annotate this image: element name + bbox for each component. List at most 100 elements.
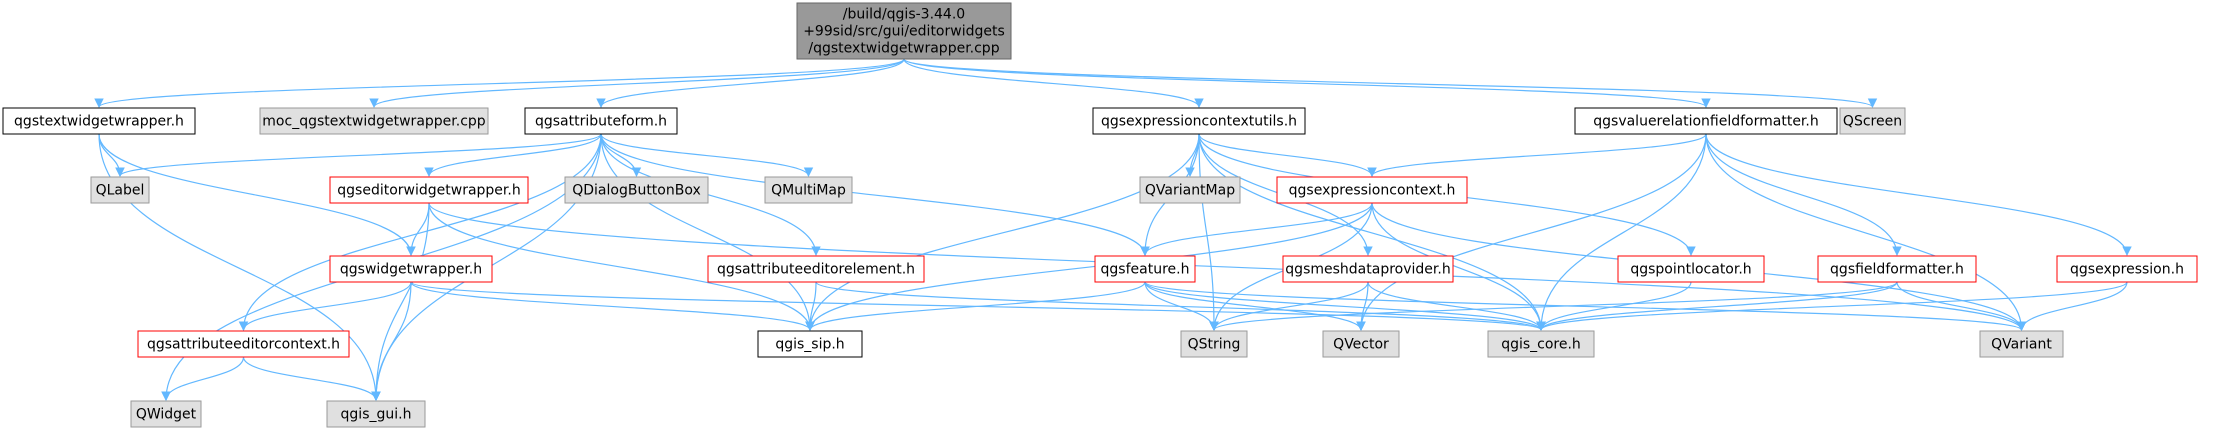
node-label: qgseditorwidgetwrapper.h bbox=[337, 183, 520, 199]
node-box bbox=[524, 107, 678, 135]
edge-qgsfeature-h-to-qgis-sip-h bbox=[805, 281, 1146, 331]
node-qgsattributeeditorelement-h[interactable]: qgsattributeeditorelement.h bbox=[707, 255, 925, 283]
edge-qgsfeature-h-to-qvector bbox=[1144, 281, 1366, 331]
node-qgsexpression-h[interactable]: qgsexpression.h bbox=[2056, 255, 2198, 283]
node-label: QVariantMap bbox=[1145, 183, 1235, 199]
edge-qgseditorwidgetwrapper-h-to-qvariant bbox=[428, 202, 2027, 331]
node-label: QMultiMap bbox=[771, 183, 846, 199]
edge-qgsexpressioncontextutils-h-to-qstring bbox=[1198, 133, 1219, 331]
node-qgsfieldformatter-h[interactable]: qgsfieldformatter.h bbox=[1817, 255, 1977, 283]
edge-qgsattributeeditorcontext-h-to-qgis-gui-h bbox=[242, 356, 381, 401]
edge-qgsvaluerelationfieldformatter-h-to-qgis-core-h bbox=[1536, 133, 1707, 331]
node-label: qgspointlocator.h bbox=[1630, 262, 1751, 278]
node-qgsattributeeditorcontext-h[interactable]: qgsattributeeditorcontext.h bbox=[137, 330, 350, 358]
node-box bbox=[329, 176, 529, 204]
node-label: /build/qgis-3.44.0 bbox=[843, 7, 965, 23]
edge-qgspointlocator-h-to-qgis-core-h bbox=[1536, 281, 1692, 331]
node-box bbox=[1282, 255, 1454, 283]
node-label: qgsvaluerelationfieldformatter.h bbox=[1593, 114, 1818, 130]
node-box bbox=[137, 330, 350, 358]
edge-qgsattributeeditorcontext-h-to-qwidget bbox=[161, 356, 245, 401]
edge-qgsattributeform-h-to-qmultimap bbox=[600, 133, 814, 177]
node-box bbox=[564, 176, 709, 204]
node-label: QDialogButtonBox bbox=[572, 183, 701, 199]
node-qscreen: QScreen bbox=[1839, 107, 1906, 135]
node-box bbox=[707, 255, 925, 283]
node-label: QVariant bbox=[1991, 337, 2052, 353]
node-box bbox=[764, 176, 853, 204]
node-box bbox=[1139, 176, 1241, 204]
node-box bbox=[1322, 330, 1400, 358]
node-label: QLabel bbox=[96, 183, 145, 199]
node-qgis-sip-h[interactable]: qgis_sip.h bbox=[757, 330, 863, 358]
edge-qgsattributeform-h-to-qlabel bbox=[115, 133, 602, 177]
edge-qgseditorwidgetwrapper-h-to-qgis-sip-h bbox=[428, 202, 815, 331]
node-box bbox=[1617, 255, 1765, 283]
node-label: qgsattributeeditorcontext.h bbox=[147, 337, 340, 353]
edge-root-to-qscreen bbox=[903, 58, 1877, 108]
edge-qgsmeshdataprovider-h-to-qstring bbox=[1209, 281, 1369, 331]
edge-qgsfieldformatter-h-to-qstring bbox=[1209, 281, 1898, 331]
node-box bbox=[130, 400, 202, 428]
edge-qgswidgetwrapper-h-to-qgsattributeeditorcontext-h bbox=[238, 281, 412, 331]
node-label: qgsexpressioncontextutils.h bbox=[1101, 114, 1297, 130]
node-qvector: QVector bbox=[1322, 330, 1400, 358]
edge-qgsvaluerelationfieldformatter-h-to-qgsexpressioncontext-h bbox=[1367, 133, 1707, 177]
node-qstring: QString bbox=[1180, 330, 1248, 358]
node-label: qgsexpression.h bbox=[2070, 262, 2184, 278]
edge-root-to-qgstextwidgetwrapper-h bbox=[94, 58, 905, 108]
edge-qgsvaluerelationfieldformatter-h-to-qvector bbox=[1356, 133, 1707, 331]
node-qgstextwidgetwrapper-h[interactable]: qgstextwidgetwrapper.h bbox=[2, 107, 196, 135]
node-box bbox=[329, 255, 493, 283]
edge-qgsattributeform-h-to-qgseditorwidgetwrapper-h bbox=[424, 133, 602, 177]
node-label: qgsattributeeditorelement.h bbox=[717, 262, 915, 278]
edge-qgsattributeform-h-to-qgsattributeeditorcontext-h bbox=[238, 133, 602, 331]
node-box bbox=[1487, 330, 1595, 358]
edge-qgsvaluerelationfieldformatter-h-to-qvariant bbox=[1705, 133, 2027, 331]
edge-qgsattributeform-h-to-qgis-sip-h bbox=[600, 133, 815, 331]
node-label: moc_qgstextwidgetwrapper.cpp bbox=[262, 114, 485, 130]
node-box bbox=[2, 107, 196, 135]
node-box bbox=[1094, 255, 1196, 283]
edge-qgsexpressioncontextutils-h-to-qgis-sip-h bbox=[805, 133, 1200, 331]
node-qgspointlocator-h[interactable]: qgspointlocator.h bbox=[1617, 255, 1765, 283]
edge-root-to-qgsvaluerelationfieldformatter-h bbox=[903, 58, 1711, 108]
node-label: qgswidgetwrapper.h bbox=[340, 262, 482, 278]
node-box bbox=[1817, 255, 1977, 283]
node-qlabel: QLabel bbox=[90, 176, 150, 204]
edge-qgsvaluerelationfieldformatter-h-to-qgsexpression-h bbox=[1705, 133, 2132, 256]
edge-qgstextwidgetwrapper-h-to-qgswidgetwrapper-h bbox=[98, 133, 416, 256]
node-box bbox=[2056, 255, 2198, 283]
node-qgsmeshdataprovider-h[interactable]: qgsmeshdataprovider.h bbox=[1282, 255, 1454, 283]
edge-qgswidgetwrapper-h-to-qgis-sip-h bbox=[410, 281, 815, 331]
edge-qgsexpressioncontext-h-to-qgis-sip-h bbox=[805, 202, 1373, 331]
node-qgsvaluerelationfieldformatter-h[interactable]: qgsvaluerelationfieldformatter.h bbox=[1574, 107, 1838, 135]
node-box bbox=[757, 330, 863, 358]
node-qgseditorwidgetwrapper-h[interactable]: qgseditorwidgetwrapper.h bbox=[329, 176, 529, 204]
node-qgswidgetwrapper-h[interactable]: qgswidgetwrapper.h bbox=[329, 255, 493, 283]
node-label: QString bbox=[1188, 337, 1241, 353]
node-label: /qgstextwidgetwrapper.cpp bbox=[808, 41, 999, 57]
node-label: QWidget bbox=[136, 407, 197, 423]
node-label: qgsfieldformatter.h bbox=[1830, 262, 1964, 278]
edge-qgsattributeform-h-to-qgsfeature-h bbox=[600, 133, 1150, 256]
node-label: +99sid/src/gui/editorwidgets bbox=[803, 24, 1005, 40]
edge-qgsfeature-h-to-qgis-core-h bbox=[1144, 281, 1546, 331]
node-qdialogbuttonbox: QDialogButtonBox bbox=[564, 176, 709, 204]
edge-qgseditorwidgetwrapper-h-to-qgswidgetwrapper-h bbox=[406, 202, 430, 256]
node-qgsexpressioncontext-h[interactable]: qgsexpressioncontext.h bbox=[1276, 176, 1468, 204]
node-box bbox=[1092, 107, 1306, 135]
edge-qgsexpressioncontext-h-to-qgis-core-h bbox=[1371, 202, 1546, 331]
edge-qgsmeshdataprovider-h-to-qgis-core-h bbox=[1367, 281, 1546, 331]
node-label: qgstextwidgetwrapper.h bbox=[14, 114, 184, 130]
node-qgis-gui-h: qgis_gui.h bbox=[326, 400, 426, 428]
node-root[interactable]: /build/qgis-3.44.0+99sid/src/gui/editorw… bbox=[796, 2, 1012, 60]
edge-qgsfeature-h-to-qvariant bbox=[1144, 281, 2026, 331]
node-qgsexpressioncontextutils-h[interactable]: qgsexpressioncontextutils.h bbox=[1092, 107, 1306, 135]
node-qvariantmap: QVariantMap bbox=[1139, 176, 1241, 204]
node-qwidget: QWidget bbox=[130, 400, 202, 428]
node-label: qgsexpressioncontext.h bbox=[1289, 183, 1456, 199]
node-qgsattributeform-h[interactable]: qgsattributeform.h bbox=[524, 107, 678, 135]
node-qgsfeature-h[interactable]: qgsfeature.h bbox=[1094, 255, 1196, 283]
